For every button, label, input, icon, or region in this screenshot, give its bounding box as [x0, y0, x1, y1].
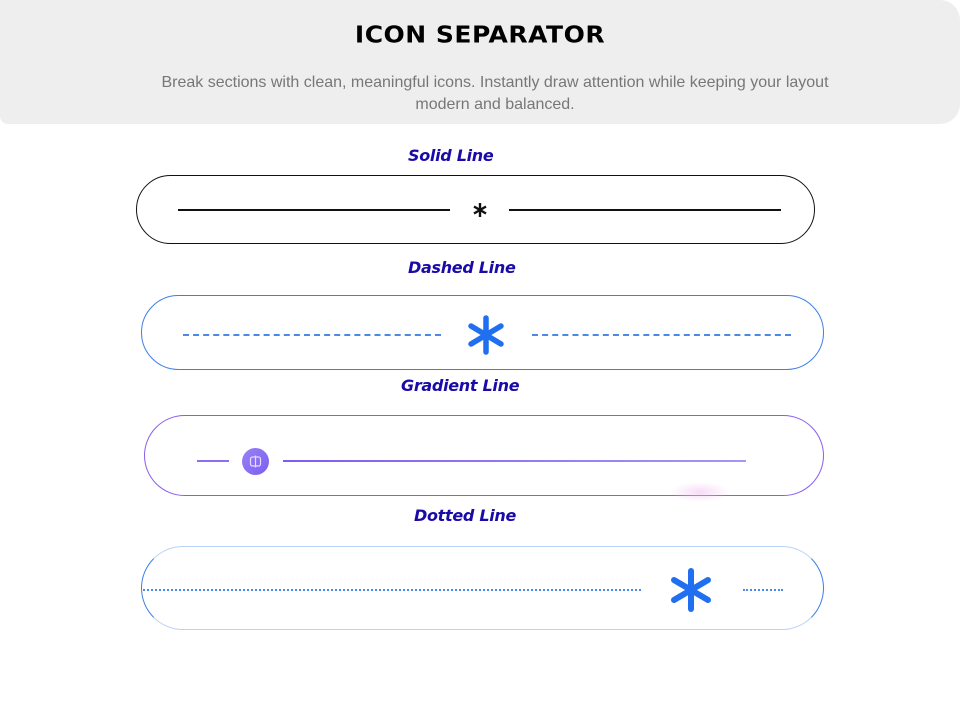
split-columns-icon [249, 455, 262, 468]
glow-decoration [670, 482, 730, 502]
gradient-icon-badge [242, 448, 269, 475]
gradient-line-right [283, 460, 746, 462]
asterisk-icon [671, 568, 711, 612]
gradient-line-left [197, 460, 229, 462]
header-panel: ICON SEPARATOR Break sections with clean… [0, 0, 960, 124]
dotted-line-right [743, 589, 783, 591]
page-description: Break sections with clean, meaningful ic… [161, 74, 829, 113]
section-label-solid: Solid Line [408, 146, 494, 165]
solid-line-right [509, 209, 781, 211]
section-label-dotted: Dotted Line [414, 506, 517, 525]
section-label-gradient: Gradient Line [401, 376, 520, 395]
dashed-line-left [183, 334, 441, 336]
dotted-line-left [143, 589, 641, 591]
solid-line-left [178, 209, 450, 211]
section-label-dashed: Dashed Line [408, 258, 516, 277]
asterisk-icon [473, 203, 487, 217]
asterisk-icon [468, 315, 504, 355]
separator-dotted [141, 546, 824, 630]
page-title: ICON SEPARATOR [354, 21, 606, 48]
dashed-line-right [532, 334, 791, 336]
